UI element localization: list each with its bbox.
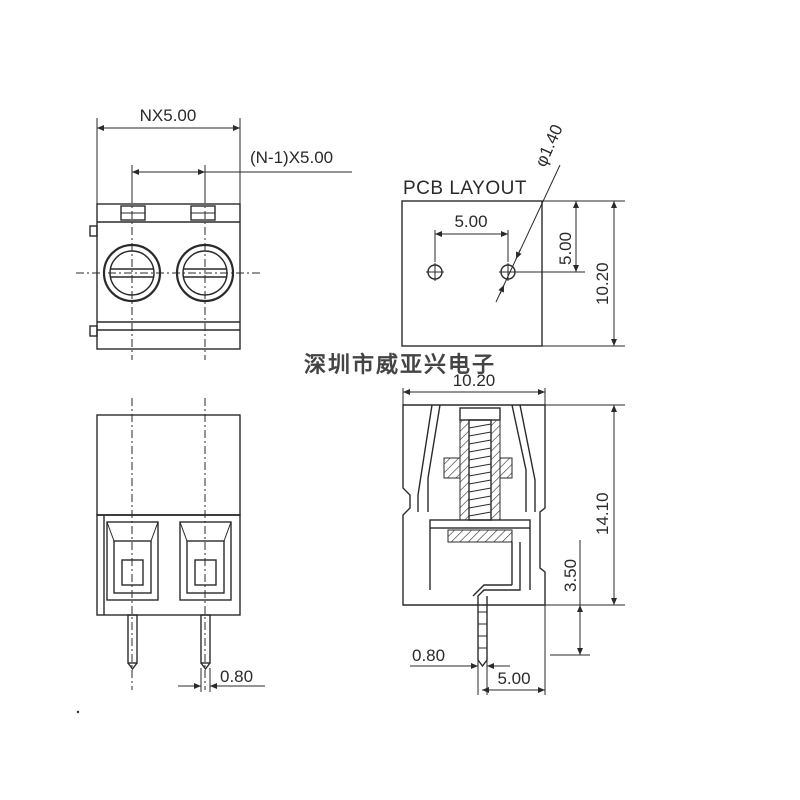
pitch-label: 5.00 bbox=[454, 212, 487, 231]
pin-offset-label: 5.00 bbox=[497, 669, 530, 688]
company-watermark: 深圳市威亚兴电子 bbox=[304, 352, 496, 378]
screw-thread bbox=[468, 419, 492, 521]
side-width-label: 10.20 bbox=[453, 371, 496, 390]
front-pin-width-label: 0.80 bbox=[220, 667, 253, 686]
corner-dot bbox=[76, 710, 80, 714]
hole-offset-label: 5.00 bbox=[556, 232, 575, 265]
height-label: 14.10 bbox=[593, 492, 612, 535]
width-n1-label: (N-1)X5.00 bbox=[250, 148, 333, 167]
depth-label: 10.20 bbox=[593, 262, 612, 305]
front-view: 0.80 bbox=[96, 398, 265, 692]
top-view: NX5.00 (N-1)X5.00 bbox=[76, 106, 352, 360]
pcb-layout-view: PCB LAYOUT 5.00 φ1.40 5.00 10.20 bbox=[401, 122, 625, 347]
pcb-layout-title: PCB LAYOUT bbox=[403, 178, 527, 199]
side-view: 10.20 bbox=[402, 371, 625, 695]
hole-diameter-label: φ1.40 bbox=[531, 122, 566, 170]
side-pin-width-label: 0.80 bbox=[412, 646, 445, 665]
width-n-label: NX5.00 bbox=[140, 106, 197, 125]
pin-height-label: 3.50 bbox=[561, 559, 580, 592]
